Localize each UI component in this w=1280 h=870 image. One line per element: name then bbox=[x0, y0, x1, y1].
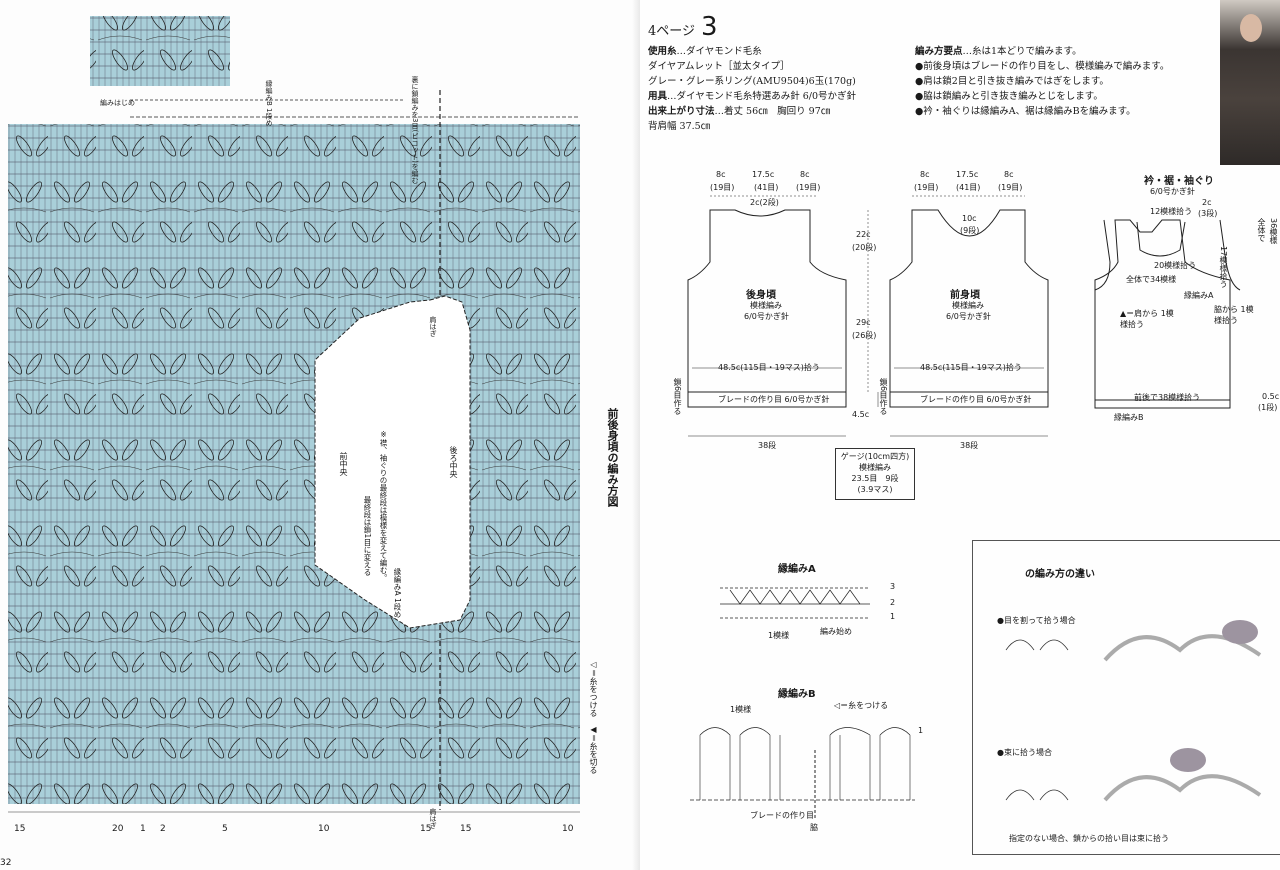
symbol-legend: ◁＝糸をつける ◀＝糸を切る bbox=[589, 660, 598, 774]
edging-t13: 0.5c bbox=[1262, 392, 1280, 401]
height-2: 29c bbox=[856, 318, 871, 327]
edging-hook: 6/0号かぎ針 bbox=[1150, 187, 1195, 196]
neck-note: ※襟、袖ぐりの最終段は模様を変えて編む。 bbox=[379, 430, 388, 582]
row-num: 1 bbox=[140, 824, 146, 834]
row-num: 20 bbox=[112, 824, 124, 834]
edging-t7: 全体で34模様 bbox=[1126, 275, 1177, 284]
back-stitch: 模様編み bbox=[750, 301, 782, 310]
edging-t10: 脇から 1模様拾う bbox=[1214, 305, 1254, 325]
materials-block: 使用糸…ダイヤモンド毛糸 ダイヤアムレット［並太タイプ］ グレー・グレー系リング… bbox=[648, 46, 857, 132]
back-chain: 鎖6目作る bbox=[673, 378, 682, 416]
back-neck: 2c(2段) bbox=[750, 198, 779, 207]
diff-title: の編み方の違い bbox=[1025, 569, 1095, 580]
front-neck-s: (9段) bbox=[960, 226, 980, 235]
top-note: 裏に鎖編みを3目(ピコット)を編む bbox=[411, 76, 419, 184]
back-w3s: (19目) bbox=[796, 183, 821, 192]
left-page: 裏に鎖編みを3目(ピコット)を編む 縁編みB 1段め 編みはじめ 肩はぎ 肩はぎ… bbox=[0, 16, 619, 868]
edging-t4: 36模様 bbox=[1269, 218, 1278, 245]
shoulder-label-1: 肩はぎ bbox=[429, 316, 437, 337]
edge-a-r1: 1 bbox=[890, 612, 896, 621]
edging-t3: 全体で bbox=[1257, 218, 1266, 242]
back-w1s: (19目) bbox=[710, 183, 735, 192]
gauge-box: ゲージ(10cm四方) 模様編み 23.5目 9段 (3.9マス) bbox=[835, 448, 915, 500]
back-rows: 38段 bbox=[758, 441, 777, 450]
front-w1: 8c bbox=[920, 170, 930, 179]
edge-b-r1: 1 bbox=[918, 726, 924, 735]
edge-a-title: 縁編みA bbox=[778, 564, 816, 575]
back-w1: 8c bbox=[716, 170, 726, 179]
height-3: 4.5c bbox=[852, 410, 870, 419]
edge-a-start: 編み始め bbox=[820, 627, 852, 636]
edging-t14: (1段) bbox=[1258, 403, 1278, 412]
front-braid: ブレードの作り目 6/0号かぎ針 bbox=[920, 395, 1032, 404]
front-neck: 10c bbox=[962, 214, 977, 223]
row-num: 5 bbox=[222, 824, 228, 834]
difference-box: の編み方の違い ●目を割って拾う場合 ●束に拾う場合 指定のない場合、鎖からの拾… bbox=[972, 540, 1280, 855]
front-w2: 17.5c bbox=[956, 170, 979, 179]
back-center-label: 後ろ中央 bbox=[449, 446, 458, 478]
front-title: 前身頃 bbox=[950, 290, 980, 301]
row-num: 2 bbox=[160, 824, 166, 834]
row-num: 15 bbox=[460, 824, 472, 834]
knitting-points: 編み方要点…糸は1本どりで編みます。 ●前後身頃はブレードの作り目をし、模様編み… bbox=[915, 46, 1170, 117]
edge-b-side: 脇 bbox=[810, 823, 818, 832]
edge-b-attach: ◁＝糸をつける bbox=[834, 701, 889, 710]
row-num: 10 bbox=[318, 824, 330, 834]
front-w3: 8c bbox=[1004, 170, 1014, 179]
shoulder-label-2: 肩はぎ bbox=[429, 808, 437, 829]
front-w1s: (19目) bbox=[914, 183, 939, 192]
edging-t6: 17模様拾う bbox=[1219, 246, 1228, 289]
front-center-label: 前中央 bbox=[339, 452, 348, 476]
edging-t9: ▲＝肩から 1模様拾う bbox=[1120, 309, 1174, 329]
back-w2: 17.5c bbox=[752, 170, 775, 179]
edge-a-note: 縁編みA 1段め bbox=[393, 568, 402, 618]
edge-b-title: 縁編みB bbox=[778, 689, 816, 700]
final-row-note: 最終段は鎖1目に変える bbox=[363, 496, 372, 576]
row-num: 10 bbox=[562, 824, 574, 834]
back-w2s: (41目) bbox=[754, 183, 779, 192]
edging-title: 衿・裾・袖ぐり bbox=[1144, 176, 1214, 187]
back-braid: ブレードの作り目 6/0号かぎ針 bbox=[718, 395, 830, 404]
edging-t8: 縁編みA bbox=[1184, 291, 1214, 300]
front-pickup: 48.5c(115目・19マス)拾う bbox=[920, 363, 1022, 372]
edging-t12: 縁編みB bbox=[1114, 413, 1144, 422]
edging-t1: 2c bbox=[1202, 198, 1212, 207]
height-1s: (20段) bbox=[852, 243, 877, 252]
model-photo bbox=[1220, 0, 1280, 165]
back-w3: 8c bbox=[800, 170, 810, 179]
front-chain: 鎖6目作る bbox=[879, 378, 888, 416]
back-title: 後身頃 bbox=[746, 290, 776, 301]
edging-t5: 20模様拾う bbox=[1154, 261, 1197, 270]
edge-a-r2: 2 bbox=[890, 598, 896, 607]
edging-t11: 前後で38模様拾う bbox=[1134, 393, 1201, 402]
diff-footer: 指定のない場合、鎖からの拾い目は束に拾う bbox=[1009, 834, 1169, 843]
edging-t2: 12模様拾う bbox=[1150, 207, 1193, 216]
garment-schematic bbox=[687, 195, 1262, 820]
crochet-chart bbox=[8, 16, 580, 813]
back-hook: 6/0号かぎ針 bbox=[744, 312, 789, 321]
height-1: 22c bbox=[856, 230, 871, 239]
front-w3s: (19目) bbox=[998, 183, 1023, 192]
diff-case1: ●目を割って拾う場合 bbox=[997, 616, 1076, 625]
edge-b-repeat: 1模様 bbox=[730, 705, 752, 714]
edge-a-r3: 3 bbox=[890, 582, 896, 591]
front-hook: 6/0号かぎ針 bbox=[946, 312, 991, 321]
height-2s: (26段) bbox=[852, 331, 877, 340]
page-number: 32 bbox=[0, 858, 12, 868]
edge-a-repeat: 1模様 bbox=[768, 631, 790, 640]
front-w2s: (41目) bbox=[956, 183, 981, 192]
front-stitch: 模様編み bbox=[952, 301, 984, 310]
row-num: 15 bbox=[14, 824, 26, 834]
front-rows: 38段 bbox=[960, 441, 979, 450]
diff-case2: ●束に拾う場合 bbox=[997, 748, 1052, 757]
row-num: 15 bbox=[420, 824, 432, 834]
edge-b-note: 縁編みB 1段め bbox=[265, 80, 273, 127]
chart-title: 前後身頃の編み方図 bbox=[606, 408, 619, 507]
edging-t1s: (3段) bbox=[1198, 209, 1218, 218]
edge-b-braid: ブレードの作り目 bbox=[750, 811, 814, 820]
side-note: 編みはじめ bbox=[100, 99, 135, 107]
back-pickup: 48.5c(115目・19マス)拾う bbox=[718, 363, 820, 372]
